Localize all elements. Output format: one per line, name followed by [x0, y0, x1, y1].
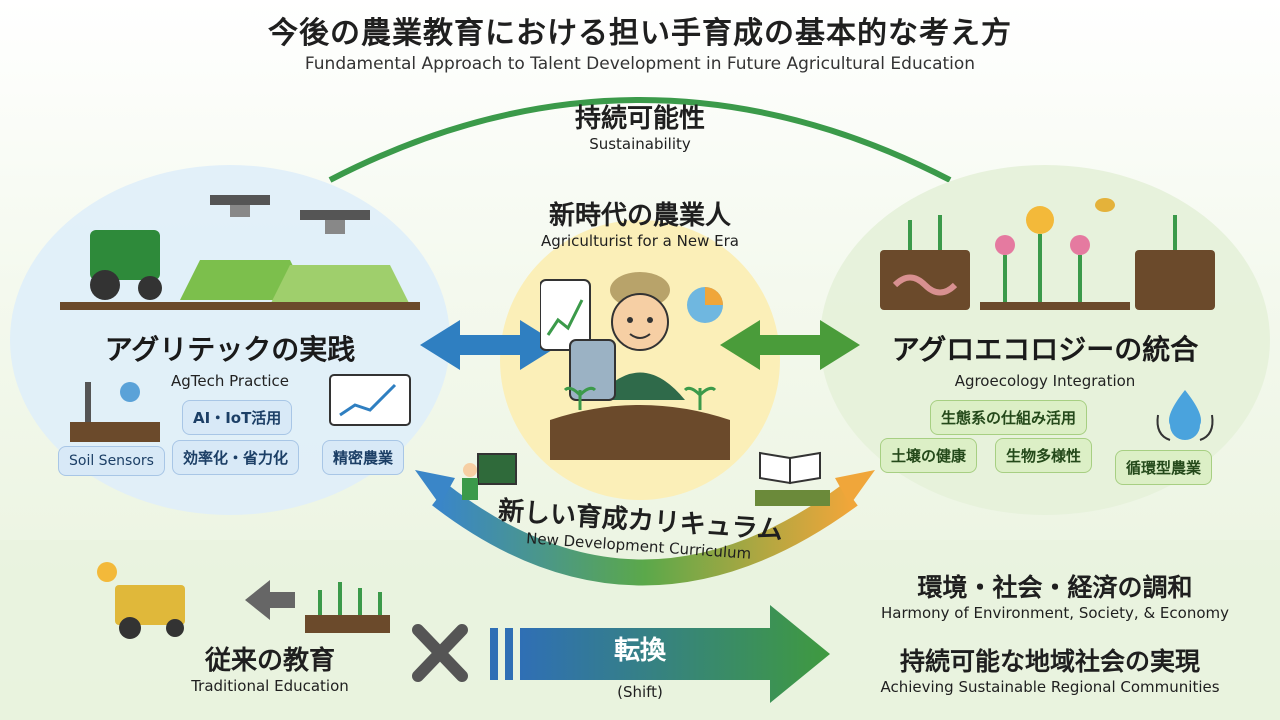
- harmony-title: 環境・社会・経済の調和: [917, 573, 1193, 602]
- farmer-illustration: [540, 272, 730, 460]
- seedling-icon: [305, 615, 390, 633]
- shift-sublabel: (Shift): [617, 683, 663, 701]
- regional-subtitle: Achieving Sustainable Regional Communiti…: [880, 678, 1220, 696]
- farmer-face: [611, 293, 669, 351]
- curriculum-arc: [432, 484, 858, 586]
- agroecology-pill-ecosystem: 生態系の仕組み活用: [930, 400, 1088, 435]
- harmony-subtitle: Harmony of Environment, Society, & Econo…: [880, 604, 1230, 622]
- traditional-subtitle: Traditional Education: [191, 677, 349, 695]
- agroecology-illustration: [880, 198, 1215, 310]
- traditional-title: 従来の教育: [204, 646, 335, 676]
- chart-tablet-icon: [540, 279, 591, 351]
- curriculum-arrow-head-right: [835, 470, 875, 505]
- agtech-illustration: [60, 195, 420, 310]
- tractor-icon: [90, 230, 160, 280]
- agroecology-title: アグロエコロジーの統合: [891, 333, 1199, 366]
- curriculum-arrow-head-left: [415, 470, 455, 505]
- center-subtitle: Agriculturist for a New Era: [541, 232, 739, 250]
- right-double-arrow: [720, 320, 860, 370]
- farmer-body: [595, 372, 685, 400]
- traditional-illustration: [97, 562, 390, 639]
- drone-icon: [210, 195, 270, 205]
- agtech-pill-precision: 精密農業: [322, 440, 405, 475]
- compost-icon: [1135, 250, 1215, 310]
- shift-label: 転換: [613, 636, 666, 666]
- cross-mark-icon: [412, 624, 468, 682]
- sustainability-arc: [328, 97, 952, 183]
- agroecology-pill-biodiversity: 生物多様性: [995, 438, 1093, 473]
- drone-icon-2: [300, 210, 370, 220]
- agroecology-subtitle: Agroecology Integration: [954, 372, 1136, 390]
- sustainability-subtitle: Sustainability: [589, 135, 691, 153]
- soil: [550, 405, 730, 460]
- page-title: 今後の農業教育における担い手育成の基本的な考え方: [268, 16, 1012, 51]
- sustainability-title: 持続可能性: [574, 104, 705, 134]
- agtech-subtitle: AgTech Practice: [170, 372, 290, 390]
- page-subtitle: Fundamental Approach to Talent Developme…: [304, 54, 976, 74]
- soil-sensors-label: Soil Sensors: [58, 446, 165, 476]
- regional-title: 持続可能な地域社会の実現: [899, 647, 1200, 676]
- soil-sensor-illustration: [70, 382, 160, 442]
- book-field-icon: [755, 451, 830, 506]
- shift-arrow: [520, 605, 830, 703]
- water-cycle-icon: [1156, 390, 1214, 441]
- flower-icon: [1026, 206, 1054, 234]
- tablet-icon: [569, 339, 616, 401]
- agroecology-pill-soil-health: 土壌の健康: [880, 438, 978, 473]
- teacher-icon: [462, 453, 517, 500]
- clock-icon: [97, 562, 117, 582]
- monitor-icon: [329, 374, 411, 426]
- sensor-icon: [85, 382, 91, 427]
- soil-worm-icon: [880, 250, 970, 310]
- flower-icon: [120, 382, 140, 402]
- center-title: 新時代の農業人: [548, 201, 731, 231]
- old-tractor-icon: [115, 585, 185, 625]
- bee-icon: [1095, 198, 1115, 212]
- agtech-title: アグリテックの実践: [104, 333, 356, 366]
- back-arrow-icon: [245, 580, 295, 620]
- agtech-pill-efficiency: 効率化・省力化: [172, 440, 300, 475]
- left-double-arrow: [420, 320, 560, 370]
- agtech-pill-ai-iot: AI・IoT活用: [182, 400, 293, 435]
- agroecology-pill-circular: 循環型農業: [1115, 450, 1213, 485]
